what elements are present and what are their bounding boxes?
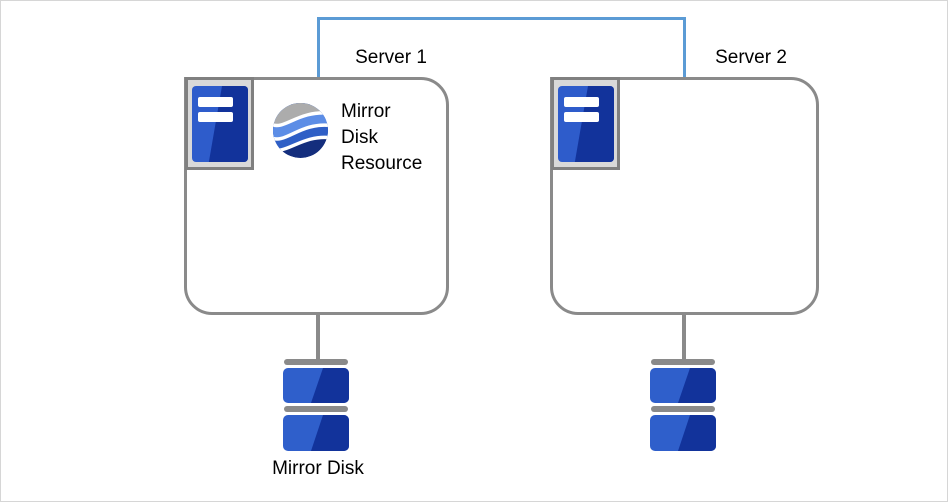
server2-icon-frame — [551, 77, 620, 170]
server2-box — [550, 77, 819, 315]
server1-disk-connector-line — [316, 314, 320, 360]
server2-disk-connector-line — [682, 314, 686, 360]
server2-mirror-disk-icon — [650, 359, 716, 451]
server1-icon-frame — [185, 77, 254, 170]
mirror-disk-resource-icon — [273, 103, 328, 158]
server1-box — [184, 77, 449, 315]
server2-label: Server 2 — [715, 47, 787, 68]
mirror-disk-label: Mirror Disk — [272, 458, 364, 479]
server1-label: Server 1 — [355, 47, 427, 68]
server-tower-icon — [191, 85, 248, 162]
server1-mirror-disk-icon — [283, 359, 349, 451]
server-tower-icon — [557, 85, 614, 162]
mirror-disk-resource-label: Mirror Disk Resource — [341, 101, 423, 174]
